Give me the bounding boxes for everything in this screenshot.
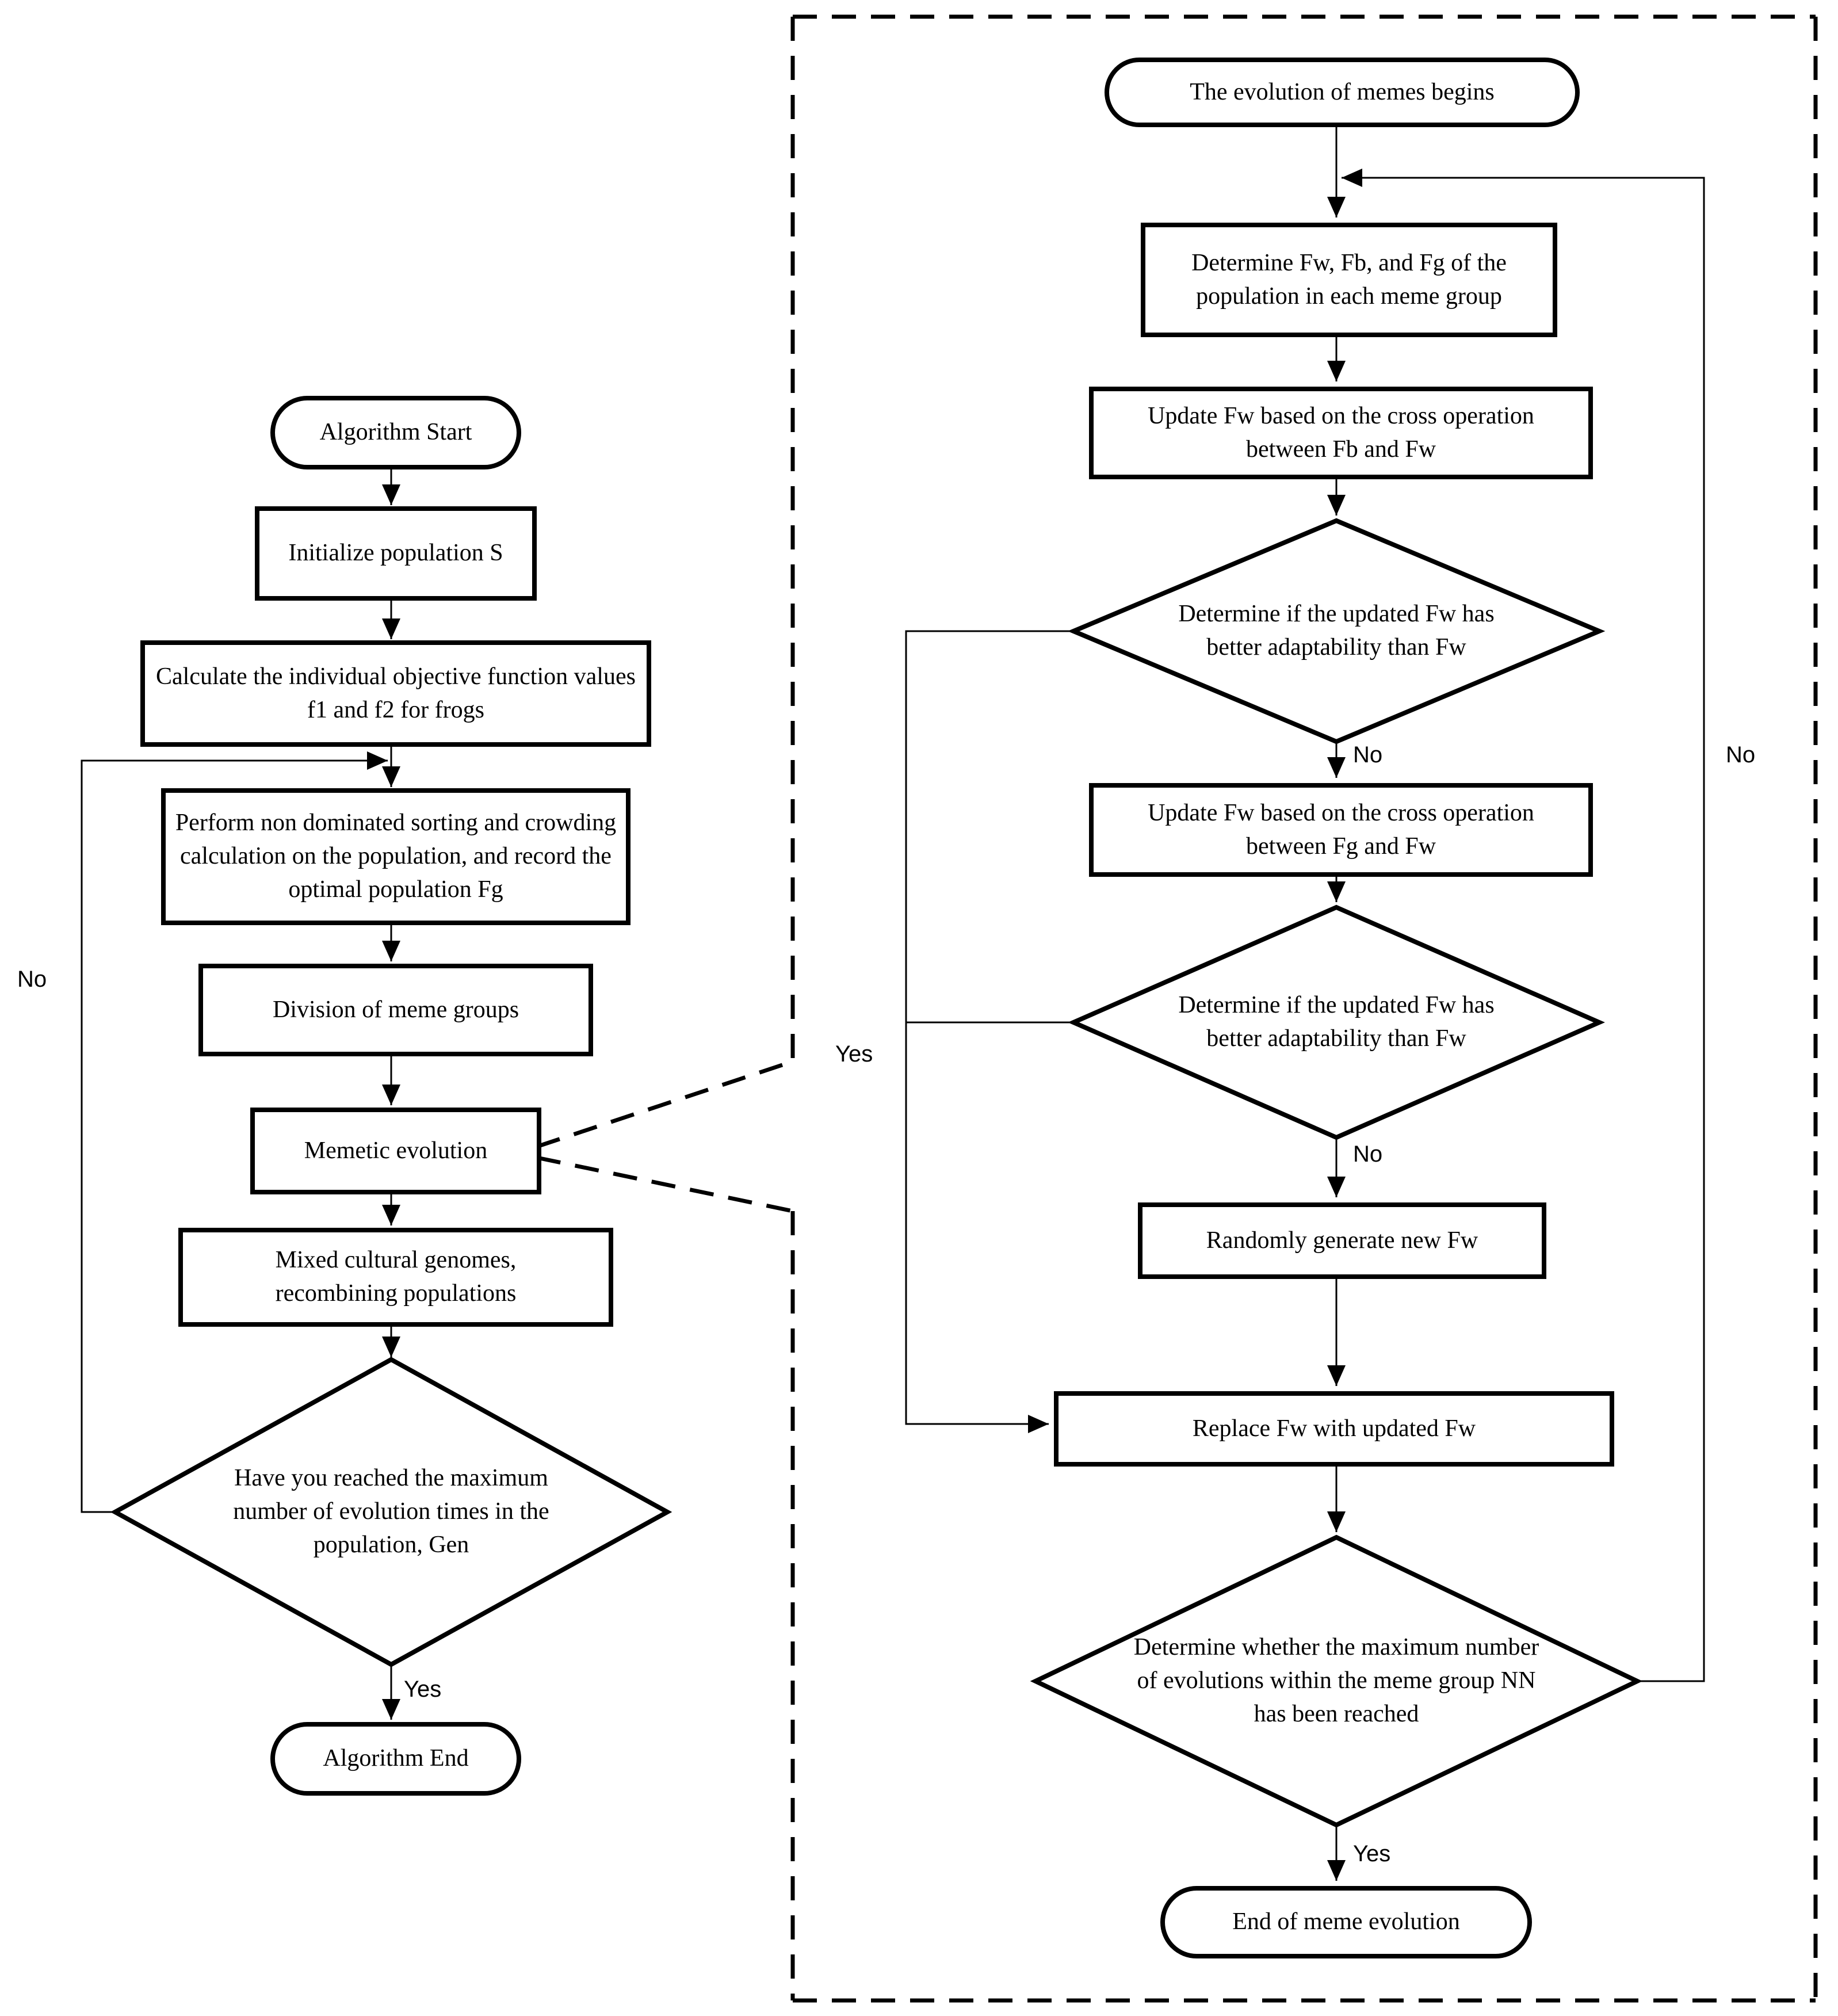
calculate-step: Calculate the individual objective funct… bbox=[140, 640, 651, 747]
adapt-decision1-label: Determine if the updated Fw has better a… bbox=[1178, 601, 1495, 660]
adapt-decision2-text: Determine if the updated Fw has better a… bbox=[1158, 978, 1515, 1067]
max-nn-decision-text: Determine whether the maximum number of … bbox=[1129, 1629, 1543, 1733]
mixed-step: Mixed cultural genomes, recombining popu… bbox=[178, 1228, 613, 1327]
initialize-step-label: Initialize population S bbox=[288, 540, 503, 567]
mixed-step-label: Mixed cultural genomes, recombining popu… bbox=[275, 1247, 517, 1307]
memetic-step: Memetic evolution bbox=[250, 1108, 541, 1194]
start-terminal-label: Algorithm Start bbox=[319, 419, 472, 446]
update-fb-step: Update Fw based on the cross operation b… bbox=[1089, 387, 1593, 479]
detail-frame-dashed-border bbox=[536, 14, 1818, 2003]
meme-begin-label: The evolution of memes begins bbox=[1190, 78, 1495, 105]
meme-end-label: End of meme evolution bbox=[1232, 1908, 1460, 1935]
replace-fw-label: Replace Fw with updated Fw bbox=[1192, 1415, 1476, 1442]
initialize-step: Initialize population S bbox=[255, 506, 537, 601]
replace-fw-step: Replace Fw with updated Fw bbox=[1054, 1391, 1614, 1467]
decision-shapes bbox=[110, 518, 1643, 1828]
main-flow-connectors bbox=[81, 460, 400, 1720]
division-step: Division of meme groups bbox=[198, 964, 593, 1056]
determine-fwfbfg-label: Determine Fw, Fb, and Fg of the populati… bbox=[1191, 249, 1507, 310]
adapt-decision2-label: Determine if the updated Fw has better a… bbox=[1178, 992, 1495, 1052]
meme-end-yes-label: Yes bbox=[1353, 1841, 1391, 1866]
expansion-line-lower bbox=[536, 1155, 793, 1213]
yes-branch-label: Yes bbox=[835, 1041, 873, 1067]
random-fw-step: Randomly generate new Fw bbox=[1138, 1202, 1546, 1279]
random-fw-label: Randomly generate new Fw bbox=[1206, 1227, 1478, 1254]
update-fg-label: Update Fw based on the cross operation b… bbox=[1148, 799, 1534, 860]
no-loop-right-line bbox=[1342, 169, 1705, 1682]
sorting-step-label: Perform non dominated sorting and crowdi… bbox=[175, 810, 617, 903]
sorting-step: Perform non dominated sorting and crowdi… bbox=[161, 788, 631, 925]
no-loop-line bbox=[81, 751, 388, 1513]
end-terminal: Algorithm End bbox=[270, 1722, 521, 1796]
memetic-step-label: Memetic evolution bbox=[304, 1137, 488, 1164]
adapt2-no-label: No bbox=[1353, 1141, 1383, 1167]
adapt-decision1-text: Determine if the updated Fw has better a… bbox=[1158, 587, 1515, 675]
determine-fwfbfg-step: Determine Fw, Fb, and Fg of the populati… bbox=[1141, 223, 1557, 337]
no-branch-label: No bbox=[1726, 742, 1756, 768]
end-yes-label: Yes bbox=[404, 1677, 442, 1702]
yes-branch-line bbox=[905, 630, 1073, 1433]
max-gen-decision-text: Have you reached the maximum number of e… bbox=[207, 1458, 575, 1566]
adapt1-no-label: No bbox=[1353, 742, 1383, 768]
adapt-decision1-diamond bbox=[1067, 518, 1606, 744]
start-terminal: Algorithm Start bbox=[270, 396, 521, 469]
end-terminal-label: Algorithm End bbox=[323, 1745, 469, 1772]
division-step-label: Division of meme groups bbox=[272, 996, 519, 1023]
max-gen-decision-diamond bbox=[110, 1357, 672, 1667]
meme-flow-connectors bbox=[905, 118, 1705, 1881]
loop-no-label: No bbox=[17, 967, 47, 992]
max-gen-decision-label: Have you reached the maximum number of e… bbox=[233, 1465, 549, 1558]
meme-end-terminal: End of meme evolution bbox=[1160, 1886, 1532, 1958]
meme-begin-terminal: The evolution of memes begins bbox=[1105, 58, 1580, 127]
max-nn-decision-diamond bbox=[1030, 1534, 1643, 1828]
update-fg-step: Update Fw based on the cross operation b… bbox=[1089, 783, 1593, 877]
update-fb-label: Update Fw based on the cross operation b… bbox=[1148, 402, 1534, 463]
calculate-step-label: Calculate the individual objective funct… bbox=[156, 663, 636, 723]
adapt-decision2-diamond bbox=[1068, 904, 1605, 1140]
expansion-line-upper bbox=[536, 1059, 794, 1149]
max-nn-decision-label: Determine whether the maximum number of … bbox=[1133, 1634, 1539, 1727]
